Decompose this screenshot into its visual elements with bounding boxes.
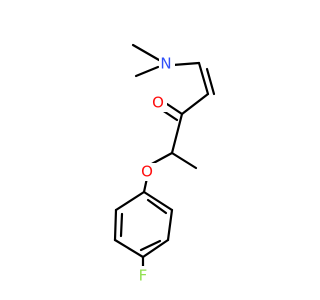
ring-bond-1 [142,190,174,212]
bond-vinyl-carbonyl [180,92,210,116]
bond-n-methyl-lower [134,65,160,78]
bond-vinyl-double-inner [205,67,216,96]
bond-carbonyl-ch [170,112,184,155]
ring-bond-2 [166,208,174,242]
atom-labels: N O O F [135,54,175,285]
ring-bond-5 [113,208,118,242]
ring-bond-3 [141,238,170,259]
bond-n-methyl-upper [131,43,161,62]
ring-inner-double-3 [119,212,124,238]
fluorine-atom-label: F [139,267,148,285]
ring-inner-double-2 [139,239,162,252]
ring-bond-4 [113,238,145,259]
molecule-structure: N O O F [113,43,216,285]
nitrogen-atom-label: N [160,55,171,73]
bond-vinyl-double-outer [197,61,210,96]
ring-bond-6 [114,190,146,212]
bond-carbonyl-double-1 [165,102,184,116]
ether-oxygen-atom-label: O [141,163,153,181]
bond-ch-methyl [170,151,198,170]
bonds [113,43,216,270]
bond-n-vinyl [171,61,201,67]
ring-inner-double-1 [146,198,168,215]
ketone-oxygen-atom-label: O [152,94,164,112]
